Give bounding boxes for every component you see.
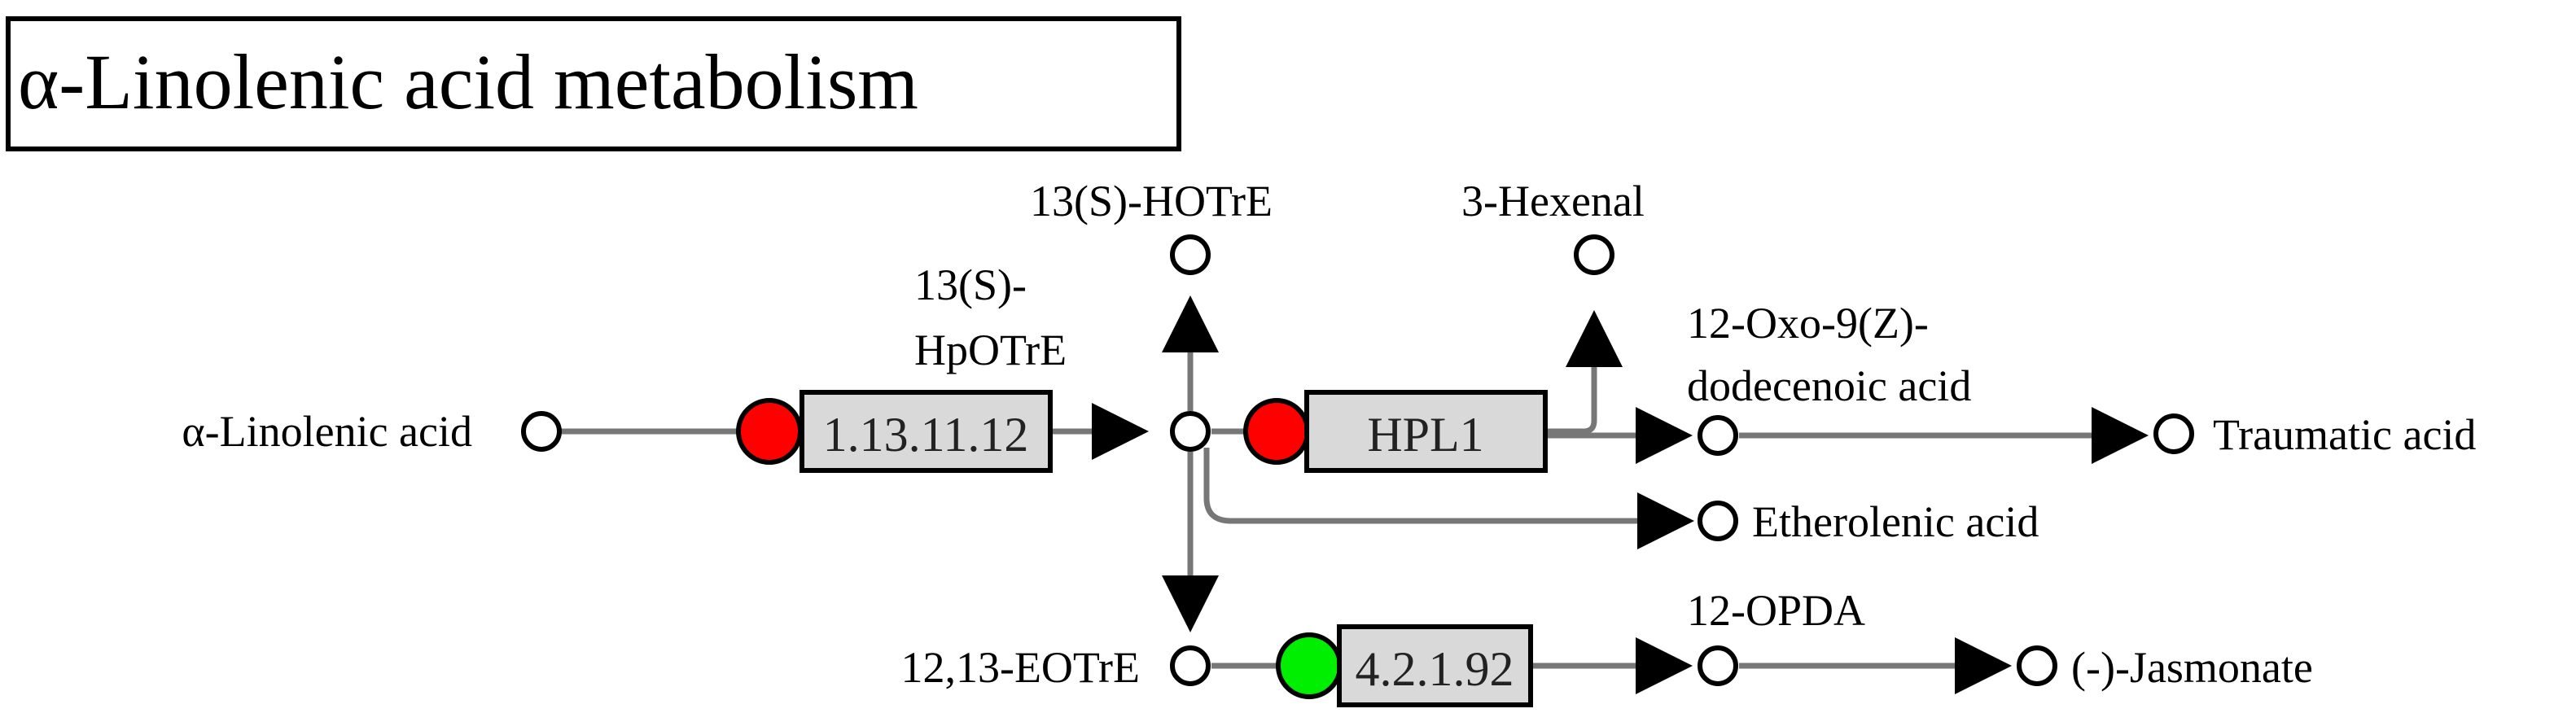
node-alpha-linolenic-acid[interactable] [521, 411, 562, 452]
node-jasmonate[interactable] [2017, 645, 2057, 686]
enzyme-label-lox: 1.13.11.12 [823, 408, 1029, 461]
enzyme-box-hpl[interactable] [1304, 390, 1548, 473]
edge-hpotre-to-etherolenic [1203, 448, 1694, 549]
label-oxo-dodecenoic-line1: 12-Oxo-9(Z)- [1687, 299, 1929, 348]
hpl-expression-marker [1243, 398, 1310, 465]
label-alpha-linolenic-acid: α-Linolenic acid [182, 407, 472, 456]
node-etherolenic-acid[interactable] [1698, 501, 1738, 541]
label-12-13-eotre: 12,13-EOTrE [900, 643, 1140, 692]
aoc-expression-marker [1276, 632, 1343, 699]
node-traumatic-acid[interactable] [2153, 413, 2194, 454]
enzyme-label-hpl: HPL1 [1367, 408, 1483, 461]
node-12-opda[interactable] [1698, 645, 1738, 686]
page-title: α-Linolenic acid metabolism [18, 38, 918, 125]
compound-nodes [521, 234, 2194, 686]
lox-expression-marker [736, 398, 803, 465]
node-12-13-eotre[interactable] [1170, 645, 1211, 686]
enzyme-box-aoc[interactable] [1337, 624, 1533, 707]
label-etherolenic-acid: Etherolenic acid [1752, 497, 2039, 546]
label-13s-hpotre-line1: 13(S)- [914, 260, 1027, 309]
edge-hpl-to-hexenal [1545, 310, 1623, 435]
label-oxo-dodecenoic-line2: dodecenoic acid [1687, 361, 1971, 410]
reaction-lines [558, 295, 2149, 694]
label-3-hexenal: 3-Hexenal [1461, 177, 1645, 225]
compound-labels: α-Linolenic acid 13(S)-HOTrE 3-Hexenal 1… [182, 177, 2476, 692]
node-oxo-dodecenoic-acid[interactable] [1698, 415, 1738, 456]
node-3-hexenal[interactable] [1574, 234, 1614, 275]
label-13s-hpotre-line2: HpOTrE [914, 326, 1067, 374]
label-jasmonate: (-)-Jasmonate [2071, 643, 2313, 692]
label-13s-hotre: 13(S)-HOTrE [1030, 177, 1273, 225]
label-12-opda: 12-OPDA [1687, 586, 1865, 635]
label-traumatic-acid: Traumatic acid [2213, 410, 2476, 459]
enzyme-box-lox[interactable] [800, 390, 1053, 473]
enzyme-label-aoc: 4.2.1.92 [1356, 642, 1514, 696]
title-box [6, 16, 1181, 151]
node-13s-hotre[interactable] [1170, 234, 1211, 275]
node-13s-hpotre[interactable] [1170, 411, 1211, 452]
